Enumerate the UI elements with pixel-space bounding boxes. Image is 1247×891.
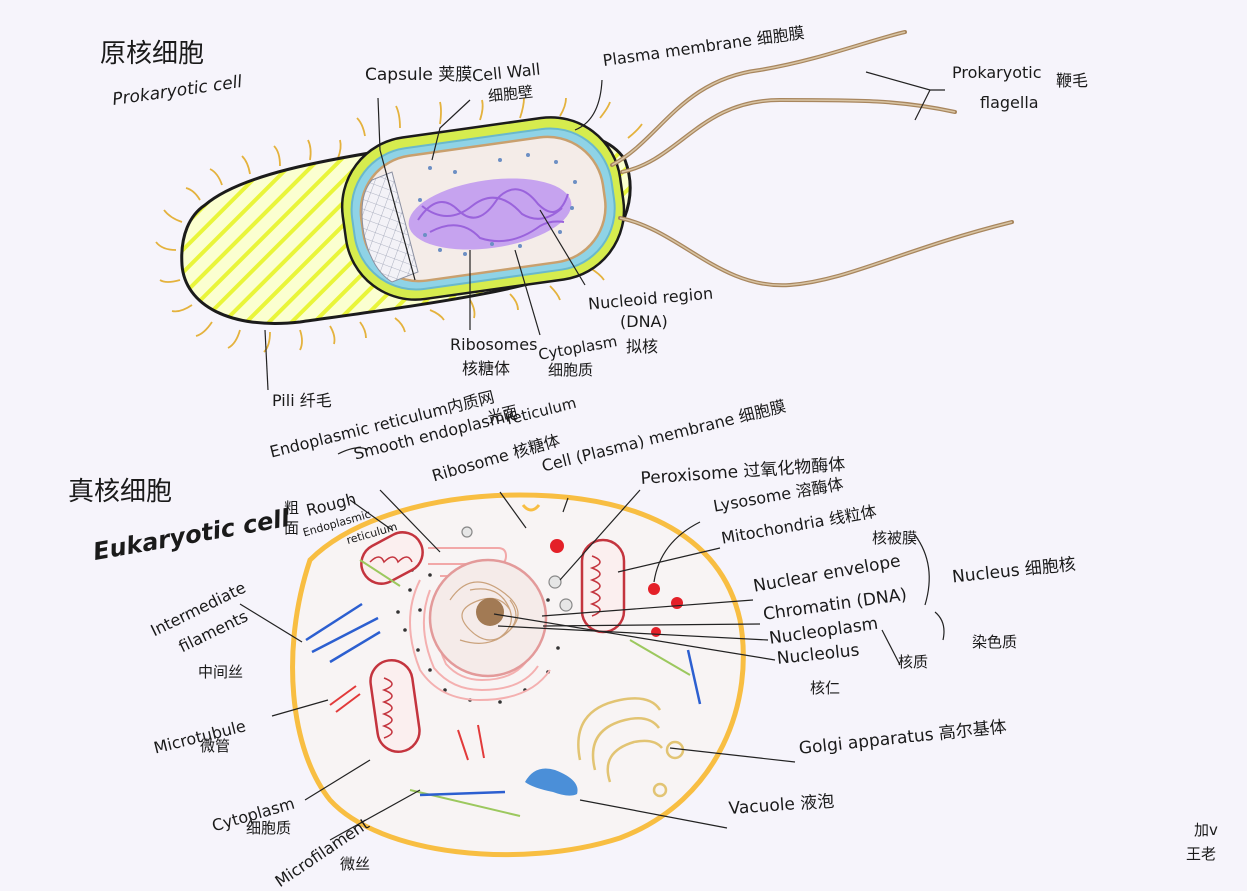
chromatin-label-cn: 染色质 xyxy=(972,633,1018,651)
ribosomes-label-cn: 核糖体 xyxy=(462,359,511,378)
eukaryote-leaders xyxy=(239,447,945,841)
prokaryote-figure xyxy=(155,30,1014,391)
flagella-label-cn: 鞭毛 xyxy=(1056,71,1089,90)
vacuole xyxy=(525,768,578,796)
nucleoid-label-cn: 拟核 xyxy=(626,337,659,356)
nucleolus xyxy=(476,598,504,626)
microtubule-label-cn: 微管 xyxy=(200,737,231,755)
mitochondria xyxy=(360,531,626,754)
microfilament-label-cn: 微丝 xyxy=(340,855,371,873)
rough-er-label-cn1: 粗 xyxy=(284,499,300,517)
signature-line-1: 加v xyxy=(1194,821,1218,839)
pili xyxy=(155,97,643,353)
prokaryote-cytoplasm-label-cn: 细胞质 xyxy=(548,361,594,379)
eukaryote-cytoplasm-label-cn: 细胞质 xyxy=(246,819,292,837)
flagella-highlight xyxy=(611,31,1013,286)
rough-er xyxy=(396,568,560,704)
signature-line-2: 王老 xyxy=(1186,845,1217,863)
prokaryote-ribosomes xyxy=(418,153,577,256)
nucleoplasm-label-cn: 核质 xyxy=(898,653,929,671)
flagella-label-en2: flagella xyxy=(980,93,1039,112)
ribosomes-label-en: Ribosomes xyxy=(450,335,538,354)
chromatin xyxy=(449,581,519,644)
microtubules xyxy=(329,685,485,761)
nucleoid-label-dna: (DNA) xyxy=(620,312,668,331)
capsule-label: Capsule 荚膜 xyxy=(365,65,473,85)
nuclear-envelope-label-cn: 核被膜 xyxy=(872,529,918,547)
eukaryote-membrane xyxy=(290,492,746,858)
flagella-label-en1: Prokaryotic xyxy=(952,63,1042,82)
intermediate-filaments xyxy=(305,602,381,664)
cristae xyxy=(369,555,601,739)
eukaryote-figure xyxy=(239,447,945,858)
pili-label: Pili 纤毛 xyxy=(272,391,332,410)
eukaryote-title-cn: 真核细胞 xyxy=(68,477,173,507)
prokaryote-leaders xyxy=(264,71,945,391)
wall-cutaway xyxy=(361,171,419,283)
golgi-apparatus xyxy=(577,697,685,798)
intermediate-filaments-label-cn: 中间丝 xyxy=(198,663,244,681)
rough-er-label-cn2: 面 xyxy=(284,519,300,537)
nucleolus-label-cn: 核仁 xyxy=(810,679,841,697)
peroxisomes xyxy=(461,526,573,612)
prokaryote-title-cn: 原核细胞 xyxy=(100,39,205,69)
nucleoid xyxy=(408,178,572,250)
